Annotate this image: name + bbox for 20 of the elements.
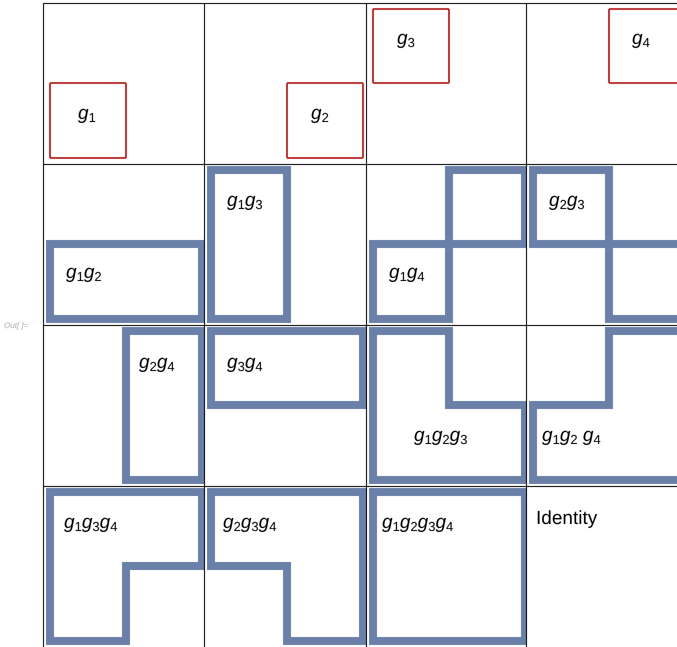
cell-label: g$_{1}$g$_{3}$g$_{4}$ <box>64 511 118 535</box>
cell-label: g$_{4}$ <box>632 27 650 51</box>
cell-label: g$_{1}$g$_{2}$g$_{3}$g$_{4}$ <box>382 511 454 535</box>
cell-label: g$_{2}$g$_{3}$ <box>549 189 585 213</box>
grid-cell <box>43 3 205 165</box>
cell-label: Identity <box>536 507 598 531</box>
cell-label: g$_{2}$g$_{3}$g$_{4}$ <box>223 511 276 535</box>
cell-label: g$_{1}$g$_{3}$ <box>227 189 263 213</box>
cell-label: g$_{1}$g$_{4}$ <box>389 261 425 285</box>
cell-label: g$_{1}$ <box>78 102 96 126</box>
grid-cell <box>43 164 205 326</box>
cell-label: g$_{3}$ <box>397 27 415 51</box>
cell-label: g$_{1}$g$_{2}$ g$_{4}$ <box>542 424 601 448</box>
cell-label: g$_{2}$g$_{4}$ <box>139 351 175 375</box>
output-prompt: Out[ ]= <box>4 320 28 332</box>
grid-cell <box>43 325 205 487</box>
cell-label: g$_{1}$g$_{2}$ <box>66 261 102 285</box>
cell-label: g$_{3}$g$_{4}$ <box>227 351 263 375</box>
cell-label: g$_{2}$ <box>311 102 329 126</box>
cell-label: g$_{1}$g$_{2}$g$_{3}$ <box>414 424 468 448</box>
